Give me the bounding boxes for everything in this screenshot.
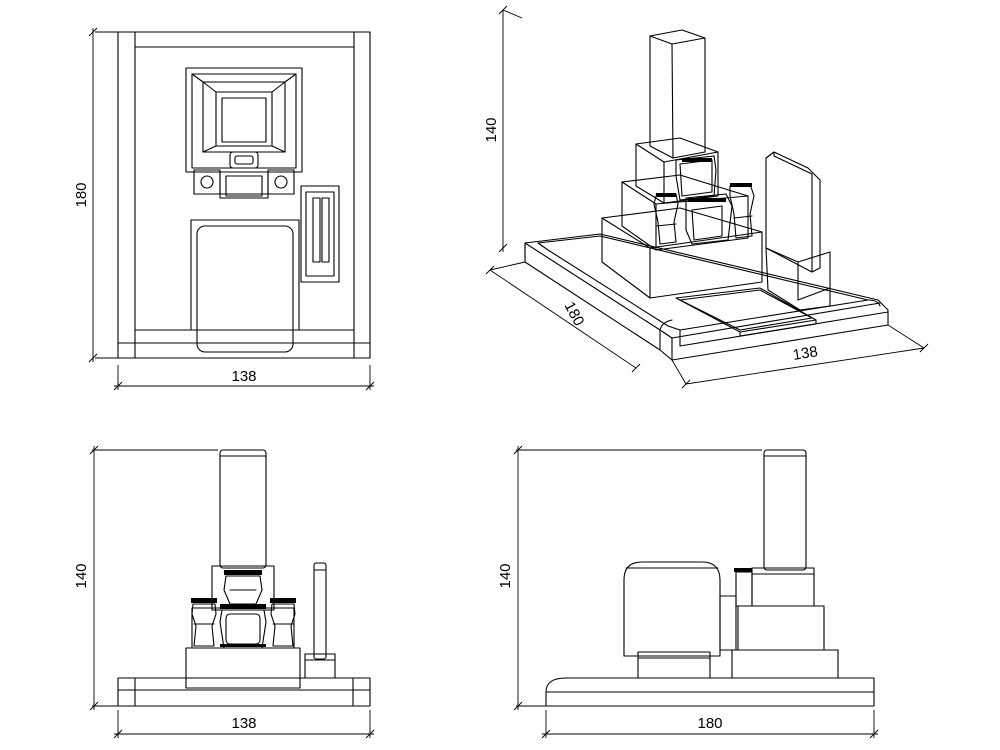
front-vase-right [270,598,296,647]
iso-view: 140 180 138 [483,5,929,389]
side-width-dimension: 180 [541,710,879,739]
plan-outer-frame [117,31,371,359]
plan-width-dimension: 138 [113,365,375,391]
plan-width-label: 138 [231,368,256,385]
iso-width-dimension: 138 [671,324,929,389]
front-tall-stone [219,449,267,569]
iso-width-label: 138 [792,343,819,364]
front-lower-platform [185,647,301,689]
side-vase [734,568,753,607]
iso-vase-left [653,193,679,245]
front-base [117,677,371,707]
front-width-dimension: 138 [113,710,375,739]
side-platform [731,649,839,679]
iso-vase-right [729,183,755,239]
side-stele [623,561,737,679]
iso-tall-stone [649,29,706,159]
front-height-label: 140 [73,563,90,588]
plan-depth-label: 180 [73,182,90,207]
iso-depth-dimension: 180 [485,261,641,373]
side-width-label: 180 [697,715,722,732]
iso-height-dimension: 140 [483,5,523,253]
front-incense-holder [223,570,263,605]
iso-height-label: 140 [483,117,500,142]
front-side-stele [304,562,336,679]
plan-depth-dimension: 180 [73,27,118,363]
iso-lower-platform [601,207,763,299]
front-view: 140 138 [73,445,375,739]
plan-burial-slab [190,219,300,353]
front-height-dimension: 140 [73,445,218,711]
iso-incense-holder [675,155,733,245]
plan-view: 180 138 [73,27,375,391]
side-base [545,677,875,707]
side-middle-block [737,605,825,651]
front-lower-urn [219,604,267,649]
front-width-label: 138 [231,715,256,732]
iso-side-stele [765,151,831,311]
side-tall-stone [763,449,807,571]
plan-tombstone [185,67,303,199]
side-view: 140 180 [497,445,879,739]
iso-depth-label: 180 [561,299,588,329]
plan-side-stele [300,185,340,283]
front-vase-left [191,598,217,647]
side-height-label: 140 [497,563,514,588]
side-height-dimension: 140 [497,445,762,711]
